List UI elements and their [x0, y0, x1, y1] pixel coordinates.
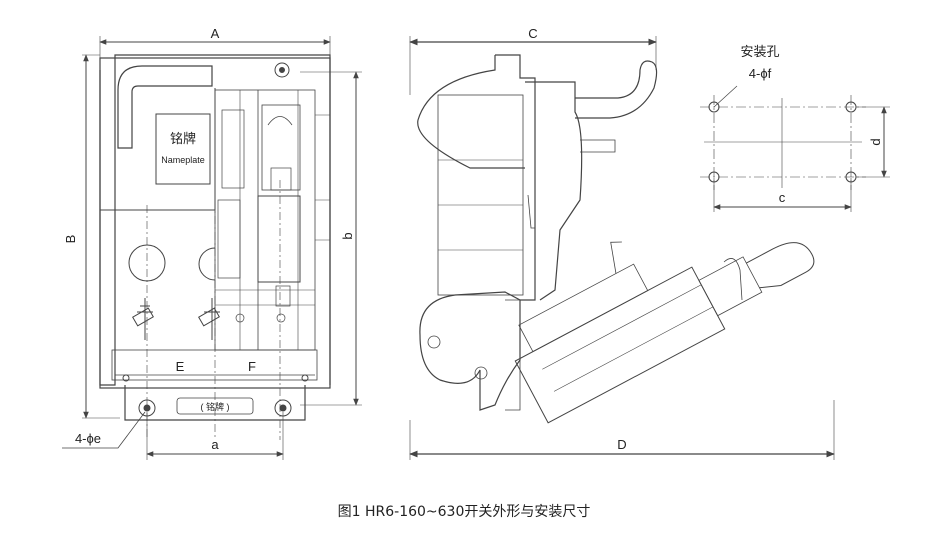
nameplate-label-cn: 铭牌: [170, 131, 196, 147]
label-d-small: d: [868, 138, 883, 145]
label-c-small: c: [779, 190, 786, 205]
label-E: E: [176, 359, 185, 374]
label-B: B: [63, 235, 78, 244]
mounting-holes-spec: 4-ϕf: [749, 66, 772, 81]
mounting-holes-title: 安装孔: [740, 45, 779, 60]
label-b-small: b: [340, 232, 355, 239]
label-D: D: [617, 437, 626, 452]
mounting-hole-pattern: [700, 85, 890, 212]
front-view: [62, 36, 362, 460]
label-a-small: a: [211, 437, 219, 452]
label-F: F: [248, 359, 256, 374]
figure-caption: 图1 HR6-160~630开关外形与安装尺寸: [337, 504, 591, 520]
nameplate-label-en: Nameplate: [161, 155, 205, 165]
nameplate: [155, 113, 211, 185]
label-C: C: [528, 26, 537, 41]
side-view: [409, 36, 835, 460]
label-hole-e: 4-ϕe: [75, 431, 101, 446]
label-A: A: [211, 26, 220, 41]
bottom-plate-label: ( 铭牌 ): [201, 401, 230, 412]
